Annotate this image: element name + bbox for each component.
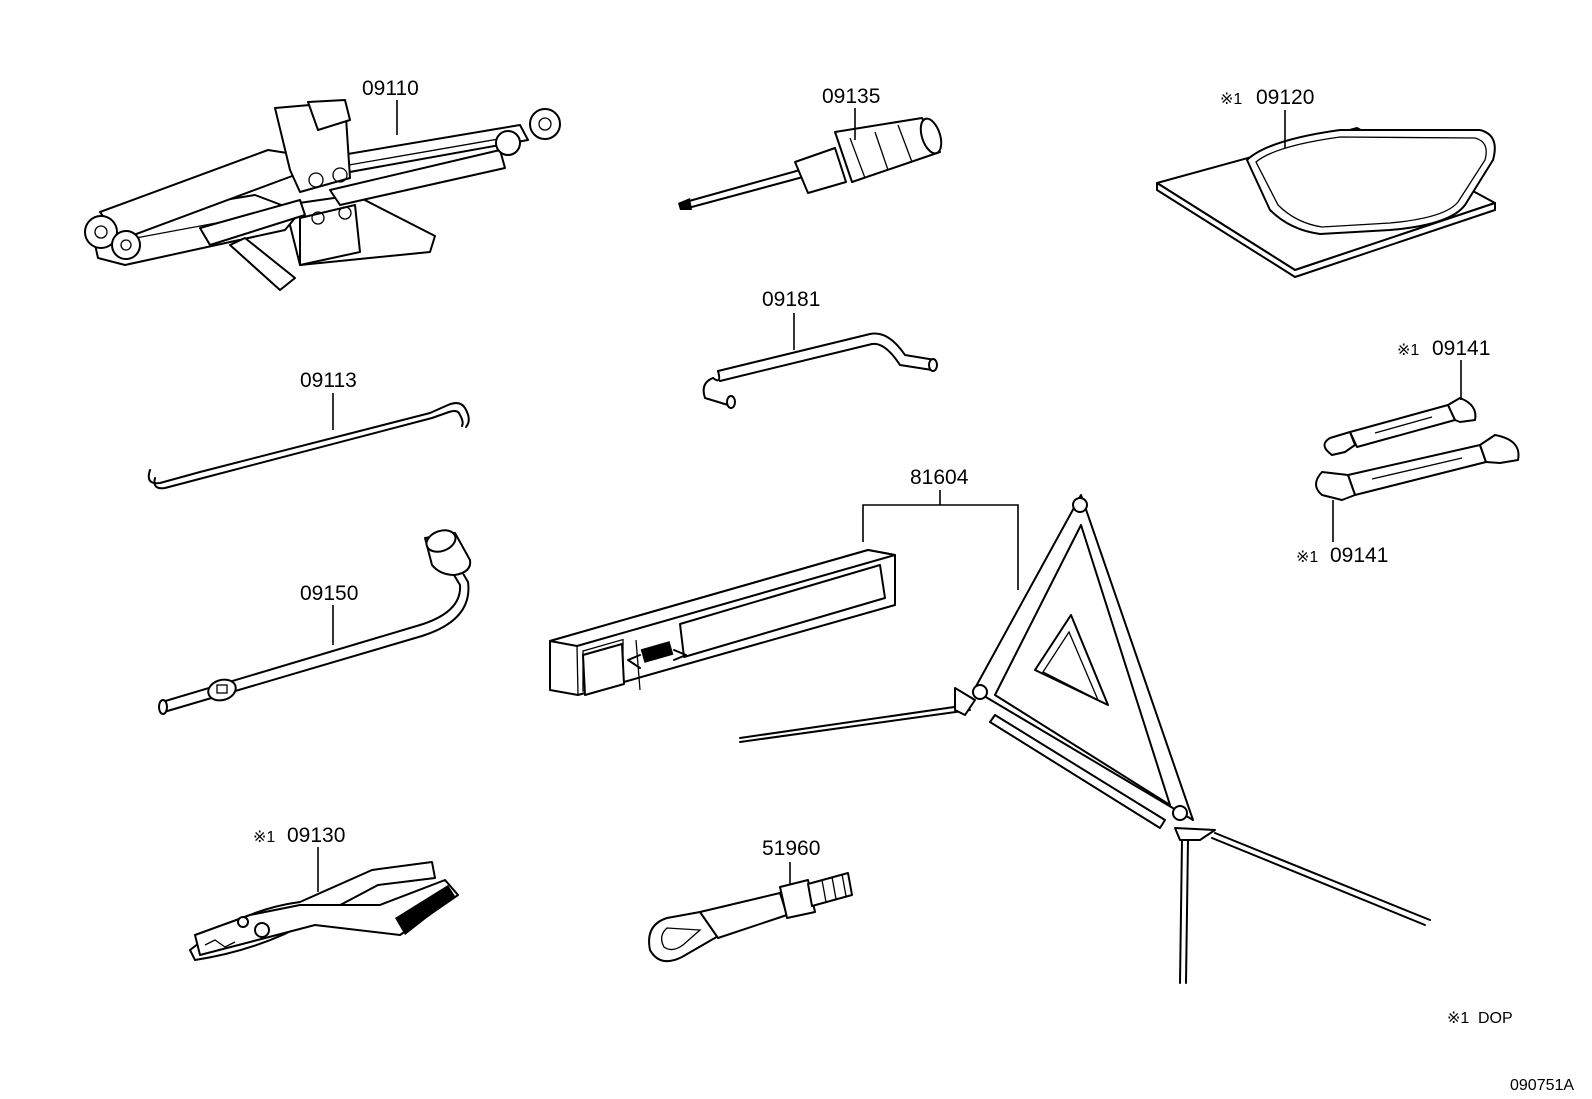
scissor-jack[interactable] <box>84 99 561 291</box>
jack-handle-rod[interactable] <box>147 402 470 490</box>
part-number-09141-bottom[interactable]: 09141 <box>1330 544 1388 567</box>
part-number-09141-top[interactable]: 09141 <box>1432 337 1490 360</box>
pliers[interactable] <box>189 861 459 961</box>
figure-id: 090751A <box>1510 1077 1574 1094</box>
legend-mark: ※1 <box>1447 1010 1469 1027</box>
part-number-09110[interactable]: 09110 <box>362 77 419 100</box>
warning-triangle[interactable] <box>739 494 1431 984</box>
spare-tire-bolt[interactable] <box>648 872 853 963</box>
part-number-09130[interactable]: 09130 <box>287 824 345 847</box>
dop-mark-09130: ※1 <box>253 829 275 846</box>
dop-mark-09141-bottom: ※1 <box>1296 549 1318 566</box>
lug-wrench[interactable] <box>158 526 472 715</box>
part-number-81604[interactable]: 81604 <box>910 466 969 489</box>
part-number-09150[interactable]: 09150 <box>300 582 358 605</box>
hex-key-wrench[interactable] <box>702 332 938 409</box>
open-end-wrench-small[interactable] <box>1323 397 1477 456</box>
legend-text: DOP <box>1478 1010 1513 1027</box>
part-number-09120[interactable]: 09120 <box>1256 86 1314 109</box>
part-number-51960[interactable]: 51960 <box>762 837 820 860</box>
open-end-wrench-large[interactable] <box>1315 434 1520 501</box>
screwdriver[interactable] <box>678 116 945 210</box>
tool-bag[interactable] <box>1156 127 1496 278</box>
part-number-09135[interactable]: 09135 <box>822 85 880 108</box>
warning-triangle-case[interactable] <box>549 549 896 696</box>
dop-mark-09141-top: ※1 <box>1397 342 1419 359</box>
dop-mark-09120: ※1 <box>1220 91 1242 108</box>
part-number-09181[interactable]: 09181 <box>762 288 820 311</box>
part-number-09113[interactable]: 09113 <box>300 369 357 392</box>
